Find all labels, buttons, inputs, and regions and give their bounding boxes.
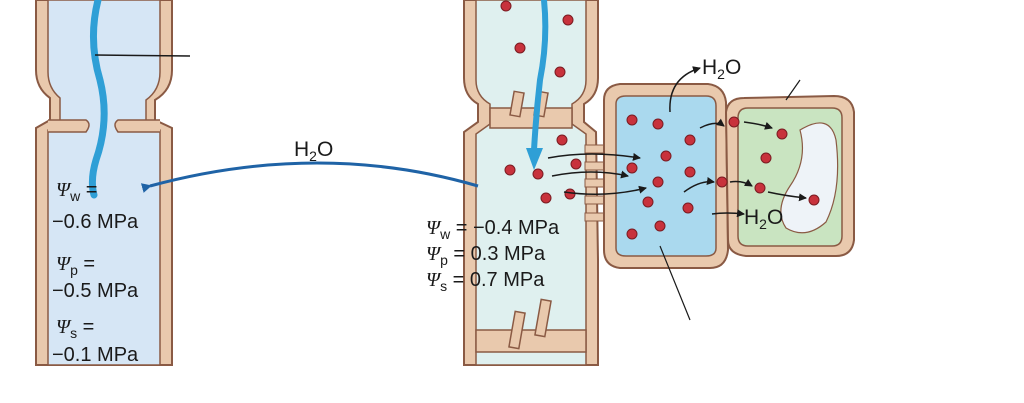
- phloem-water-flow-line: [531, 0, 549, 153]
- sugar-molecule-icon: [514, 42, 526, 54]
- sugar-molecule-icon: [626, 228, 638, 240]
- xylem-psi-p-label: Ψp =: [56, 253, 95, 278]
- sugar-molecules: [500, 0, 820, 240]
- water-flow-arrow-icon: [140, 161, 479, 193]
- sugar-molecule-icon: [570, 158, 582, 170]
- xylem-psi-w-label: Ψw =: [56, 179, 97, 204]
- h2o-mid-label: H2O: [744, 206, 783, 232]
- phloem-sieve-tube: [463, 0, 616, 366]
- sugar-molecule-icon: [660, 150, 672, 162]
- sugar-molecule-icon: [808, 194, 820, 206]
- phloem-psi-p-label: Ψp = 0.3 MPa: [426, 243, 546, 268]
- sugar-molecule-icon: [652, 176, 664, 188]
- xylem-psi-s-value: −0.1 MPa: [52, 344, 139, 366]
- sugar-molecule-icon: [754, 182, 766, 194]
- sugar-molecule-icon: [626, 162, 638, 174]
- sugar-molecule-icon: [716, 176, 728, 188]
- xylem-vessel: [35, 0, 191, 366]
- phloem-psi-w-label: Ψw = −0.4 MPa: [426, 217, 560, 242]
- sugar-molecule-icon: [728, 116, 740, 128]
- h2o-top-label: H2O: [702, 56, 741, 82]
- sugar-molecule-icon: [500, 0, 512, 12]
- sugar-molecule-icon: [626, 114, 638, 126]
- xylem-psi-s-label: Ψs =: [56, 316, 94, 341]
- companion-cell: [603, 83, 730, 321]
- xylem-psi-p-value: −0.5 MPa: [52, 280, 139, 302]
- sugar-molecule-icon: [562, 14, 574, 26]
- sugar-molecule-icon: [564, 188, 576, 200]
- sugar-molecule-icon: [556, 134, 568, 146]
- xylem-psi-w-value: −0.6 MPa: [52, 211, 139, 233]
- sugar-molecule-icon: [532, 168, 544, 180]
- phloem-psi-s-label: Ψs = 0.7 MPa: [426, 269, 545, 294]
- h2o-main-label: H2O: [294, 138, 333, 164]
- vacuole: [780, 122, 839, 234]
- mesophyll-cell: [724, 79, 855, 257]
- sugar-molecule-icon: [776, 128, 788, 140]
- sugar-molecule-icon: [540, 192, 552, 204]
- sugar-molecule-icon: [504, 164, 516, 176]
- sugar-molecule-icon: [682, 202, 694, 214]
- sugar-molecule-icon: [684, 166, 696, 178]
- sugar-flow-arrows: [547, 66, 807, 218]
- sugar-molecule-icon: [654, 220, 666, 232]
- sugar-molecule-icon: [554, 66, 566, 78]
- sugar-molecule-icon: [684, 134, 696, 146]
- xylem-water-flow-line: [88, 0, 108, 199]
- sugar-molecule-icon: [652, 118, 664, 130]
- sugar-molecule-icon: [642, 196, 654, 208]
- sugar-molecule-icon: [760, 152, 772, 164]
